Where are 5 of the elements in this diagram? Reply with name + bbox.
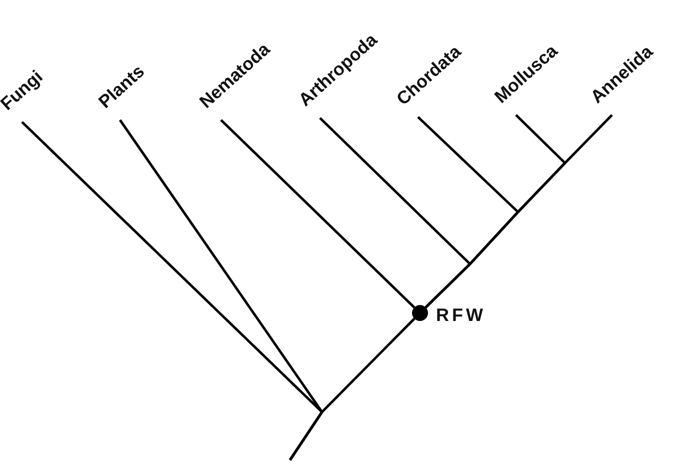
node-dot [412,305,428,321]
node-caption: RFW [436,305,486,326]
tree-branch [424,114,613,308]
tree-branch [220,119,416,308]
tree-branch [288,318,416,461]
